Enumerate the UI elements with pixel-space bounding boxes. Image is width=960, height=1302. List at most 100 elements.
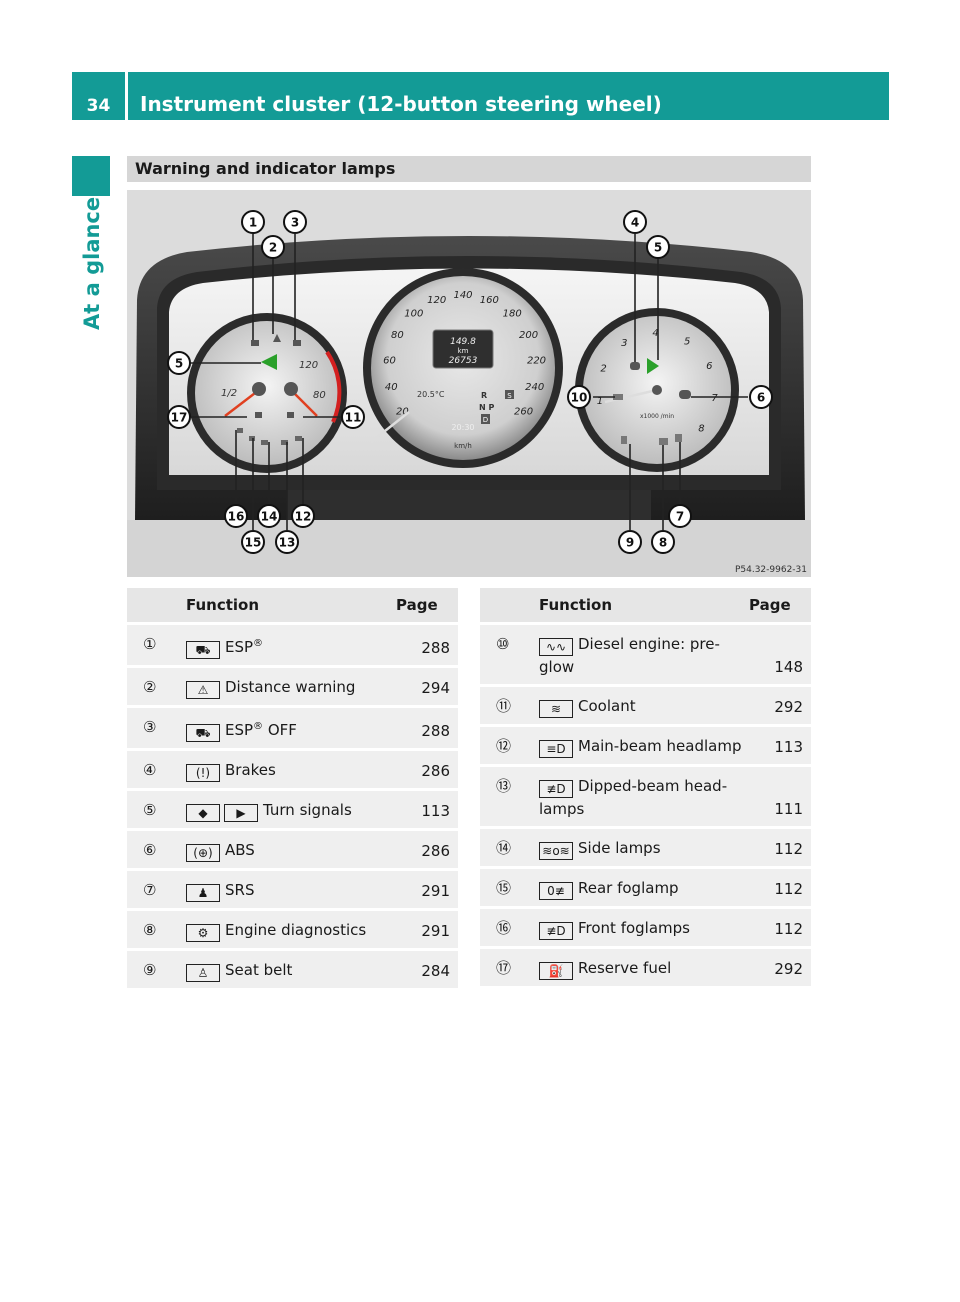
row-function: ◆▶ Turn signals: [178, 791, 396, 828]
page-reference: 294: [396, 668, 458, 705]
function-label: Main-beam headlamp: [578, 737, 742, 755]
row-number-badge: ⑭: [496, 839, 512, 857]
row-number-badge: ⑤: [143, 801, 157, 819]
callout-marker: 11: [341, 405, 365, 429]
page-reference: 112: [749, 829, 811, 866]
esp-off-lamp: [293, 340, 301, 346]
callout-marker: 5: [167, 351, 191, 375]
callout-number: 3: [291, 216, 299, 230]
figure-reference: P54.32-9962-31: [735, 565, 807, 575]
callout-marker: 4: [623, 210, 647, 234]
row-number: ③: [127, 708, 178, 748]
warning-lamp-icon: ∿∿: [539, 638, 573, 656]
coolant-lamp: [287, 412, 294, 418]
gear-d: D: [483, 416, 488, 424]
warning-lamp-icon: ⚠: [186, 681, 220, 699]
warning-lamp-icon: ▶: [224, 804, 258, 822]
rpm-tick-label: 8: [698, 423, 704, 434]
page-reference: 291: [396, 871, 458, 908]
row-function: ⛟ESP®: [178, 625, 396, 665]
callout-number: 4: [631, 216, 639, 230]
distance-warning-lamp: [273, 334, 281, 342]
registered-mark: ®: [253, 638, 264, 649]
gear-r: R: [481, 391, 487, 400]
tacho-unit: x1000 /min: [640, 413, 674, 420]
callout-marker: 10: [567, 385, 591, 409]
row-number: ⑮: [480, 869, 531, 906]
warning-lamp-icon: ◆: [186, 804, 220, 822]
header-divider: [125, 72, 128, 120]
callout-number: 17: [171, 411, 188, 425]
row-number-badge: ①: [143, 635, 157, 653]
speed-tick-label: 220: [527, 355, 546, 366]
reserve-fuel-lamp: [255, 412, 262, 418]
header-page: Page: [749, 588, 811, 622]
rpm-tick-label: 5: [684, 337, 690, 348]
row-number-badge: ⑩: [496, 635, 510, 653]
page-reference: 113: [749, 727, 811, 764]
dashboard-surface: [127, 520, 811, 577]
section-bar: [127, 156, 811, 182]
tachometer-hub: [652, 385, 662, 395]
row-number-badge: ⑨: [143, 961, 157, 979]
callout-number: 9: [626, 536, 634, 550]
callout-number: 14: [261, 510, 278, 524]
rpm-tick-label: 2: [600, 364, 606, 375]
function-label: Engine diagnostics: [225, 921, 367, 939]
function-label: ESP: [225, 721, 254, 739]
rear-foglamp-lamp: [249, 436, 255, 441]
row-number-badge: ⑮: [496, 879, 512, 897]
row-number-badge: ③: [143, 718, 157, 736]
callout-marker: 14: [257, 504, 281, 528]
row-number: ⑥: [127, 831, 178, 868]
gear-d-box: [481, 414, 490, 424]
fuel-tick-half: 1/2: [221, 388, 237, 399]
fuel-needle: [224, 389, 260, 417]
row-number-badge: ②: [143, 678, 157, 696]
row-number-badge: ⑬: [496, 777, 512, 795]
warning-lamp-icon: ≢D: [539, 922, 573, 940]
page-reference: 292: [749, 687, 811, 724]
function-label: Turn signals: [263, 801, 352, 819]
row-function: ⚠Distance warning: [178, 668, 396, 705]
speed-tick-label: 240: [525, 382, 544, 393]
side-lamp-lamp: [261, 440, 268, 445]
function-label: Seat belt: [225, 961, 293, 979]
callout-marker: 3: [283, 210, 307, 234]
row-function: ≋o≋Side lamps: [531, 829, 749, 866]
row-function: 0≢Rear foglamp: [531, 869, 749, 906]
front-foglamp-lamp: [237, 428, 243, 433]
row-function: ⛟ESP® OFF: [178, 708, 396, 748]
callout-marker: 13: [275, 530, 299, 554]
temp-tick-120: 120: [299, 360, 318, 371]
warning-lamp-icon: ≢D: [539, 780, 573, 798]
function-label: Coolant: [578, 697, 636, 715]
page-reference: 148: [749, 625, 811, 684]
dipped-beam-lamp: [281, 440, 288, 445]
trip-display: [432, 329, 494, 369]
clock-time: 20:30: [451, 423, 474, 432]
callout-marker: 17: [167, 405, 191, 429]
callout-number: 16: [228, 510, 245, 524]
row-number-badge: ⑧: [143, 921, 157, 939]
callout-lines: [191, 234, 748, 530]
speed-tick-label: 260: [514, 406, 533, 417]
speed-tick-label: 40: [385, 382, 398, 393]
rpm-tick-label: 6: [706, 361, 712, 372]
row-number: ②: [127, 668, 178, 705]
function-label: Reserve fuel: [578, 959, 672, 977]
speed-tick-label: 60: [383, 355, 396, 366]
function-label: Rear foglamp: [578, 879, 679, 897]
callout-number: 10: [571, 391, 588, 405]
esp-lamp: [251, 340, 259, 346]
trip-value: 149.8: [450, 337, 476, 347]
